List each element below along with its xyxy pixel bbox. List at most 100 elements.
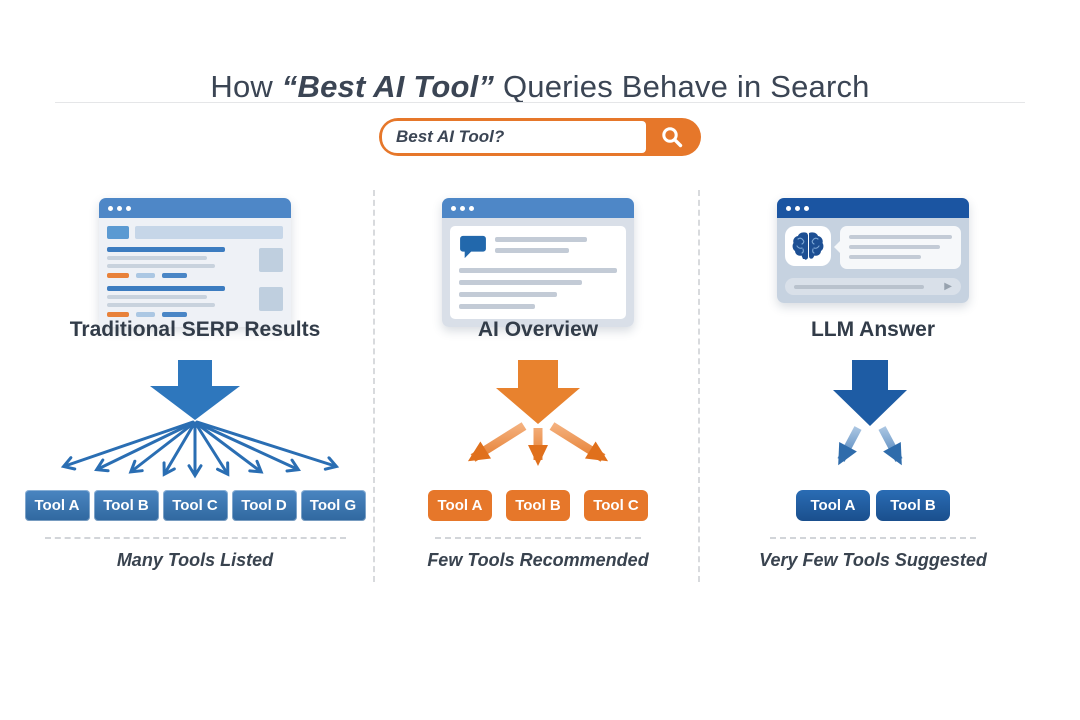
window-dot-icon bbox=[117, 205, 122, 211]
window-body bbox=[442, 218, 634, 327]
window-dot-icon bbox=[126, 205, 131, 211]
placeholder-line bbox=[459, 268, 617, 273]
tool-box: Tool A bbox=[796, 490, 870, 521]
chip bbox=[107, 273, 129, 278]
placeholder-line bbox=[495, 237, 587, 242]
brain-bubble bbox=[785, 226, 831, 266]
placeholder-line bbox=[459, 304, 535, 309]
chip bbox=[136, 273, 155, 278]
chip bbox=[107, 312, 129, 317]
window-dot-icon bbox=[108, 205, 113, 211]
speech-bubble-icon bbox=[460, 235, 486, 259]
card-header bbox=[459, 235, 617, 259]
tool-box: Tool B bbox=[506, 490, 570, 521]
column-divider bbox=[373, 190, 375, 582]
window-dot-icon bbox=[804, 205, 809, 211]
searchbox-placeholder bbox=[135, 226, 283, 239]
chip-row bbox=[107, 312, 253, 317]
column-label: LLM Answer bbox=[810, 318, 936, 341]
thumbnail-placeholder bbox=[259, 248, 283, 272]
search-input[interactable] bbox=[382, 121, 646, 153]
tool-list: Tool A Tool B Tool C bbox=[418, 490, 658, 521]
chip-row bbox=[107, 273, 253, 278]
placeholder-line bbox=[107, 256, 207, 260]
column-serp: Traditional SERP Results Tool A bbox=[20, 190, 370, 590]
search-button[interactable] bbox=[646, 121, 698, 153]
placeholder-line bbox=[107, 295, 207, 299]
placeholder-line bbox=[794, 284, 924, 289]
button-placeholder bbox=[107, 226, 129, 239]
window-dot-icon bbox=[469, 205, 474, 211]
placeholder-line bbox=[849, 235, 952, 239]
column-caption: Many Tools Listed bbox=[116, 550, 274, 570]
title-highlight: “Best AI Tool” bbox=[281, 68, 495, 104]
column-llm-answer: ▶ LLM Answer Tool A Tool B bbox=[753, 190, 993, 590]
tool-box: Tool D bbox=[231, 490, 297, 521]
tool-box: Tool C bbox=[584, 490, 648, 521]
tool-box: Tool G bbox=[300, 490, 366, 521]
window-dot-icon bbox=[451, 205, 456, 211]
window-dot-icon bbox=[460, 205, 465, 211]
send-arrow-icon: ▶ bbox=[944, 280, 952, 292]
placeholder-line bbox=[459, 280, 583, 285]
tool-box: Tool B bbox=[876, 490, 950, 521]
brain-icon bbox=[792, 232, 824, 260]
big-arrow bbox=[150, 360, 240, 420]
tool-box: Tool B bbox=[93, 490, 159, 521]
search-icon bbox=[662, 127, 683, 148]
column-caption: Few Tools Recommended bbox=[427, 550, 649, 570]
column-label: Traditional SERP Results bbox=[69, 318, 321, 341]
window-dot-icon bbox=[786, 205, 791, 211]
tool-list: Tool A Tool B Tool C Tool D Tool G bbox=[20, 490, 370, 521]
search-bar bbox=[379, 118, 701, 156]
caption-divider bbox=[44, 537, 346, 539]
column-ai-overview: AI Overview Tool A Tool B Tool C bbox=[418, 190, 658, 590]
chip bbox=[136, 312, 155, 317]
window-dot-icon bbox=[795, 205, 800, 211]
placeholder-line bbox=[459, 292, 557, 297]
tool-list: Tool A Tool B bbox=[753, 490, 993, 521]
serp-browser-mockup bbox=[99, 198, 291, 327]
tool-box: Tool A bbox=[428, 490, 492, 521]
window-body bbox=[99, 218, 291, 327]
column-caption: Very Few Tools Suggested bbox=[759, 550, 987, 570]
ai-overview-card bbox=[450, 226, 626, 319]
header-lines bbox=[495, 235, 617, 259]
placeholder-line bbox=[495, 248, 569, 253]
title-divider bbox=[55, 102, 1025, 103]
chat-input-placeholder: ▶ bbox=[785, 278, 961, 295]
result-title-line bbox=[107, 286, 225, 291]
placeholder-line bbox=[849, 255, 922, 259]
result-title-line bbox=[107, 247, 225, 252]
column-divider bbox=[698, 190, 700, 582]
serp-result bbox=[107, 286, 283, 317]
llm-chat-mockup: ▶ bbox=[777, 198, 969, 303]
fanout-arrows bbox=[467, 360, 609, 466]
placeholder-line bbox=[849, 245, 940, 249]
tool-box: Tool C bbox=[162, 490, 228, 521]
chip bbox=[162, 312, 187, 317]
fanout-arrows bbox=[60, 360, 340, 479]
thumbnail-placeholder bbox=[259, 287, 283, 311]
title-prefix: How bbox=[210, 68, 282, 104]
serp-result bbox=[107, 247, 283, 278]
caption-divider bbox=[769, 537, 977, 539]
title-suffix: Queries Behave in Search bbox=[494, 68, 870, 104]
window-titlebar bbox=[99, 198, 291, 218]
column-label: AI Overview bbox=[477, 318, 599, 341]
fanout-arrows bbox=[833, 360, 907, 466]
window-body: ▶ bbox=[777, 218, 969, 303]
window-titlebar bbox=[442, 198, 634, 218]
ai-overview-browser-mockup bbox=[442, 198, 634, 327]
chat-row bbox=[785, 226, 961, 269]
window-titlebar bbox=[777, 198, 969, 218]
tool-box: Tool A bbox=[24, 490, 90, 521]
big-arrow bbox=[496, 360, 580, 424]
big-arrow bbox=[833, 360, 907, 426]
answer-card bbox=[834, 226, 961, 269]
search-row bbox=[107, 226, 283, 239]
placeholder-line bbox=[107, 303, 215, 307]
chip bbox=[162, 273, 187, 278]
page-title: How “Best AI Tool” Queries Behave in Sea… bbox=[0, 69, 1080, 105]
